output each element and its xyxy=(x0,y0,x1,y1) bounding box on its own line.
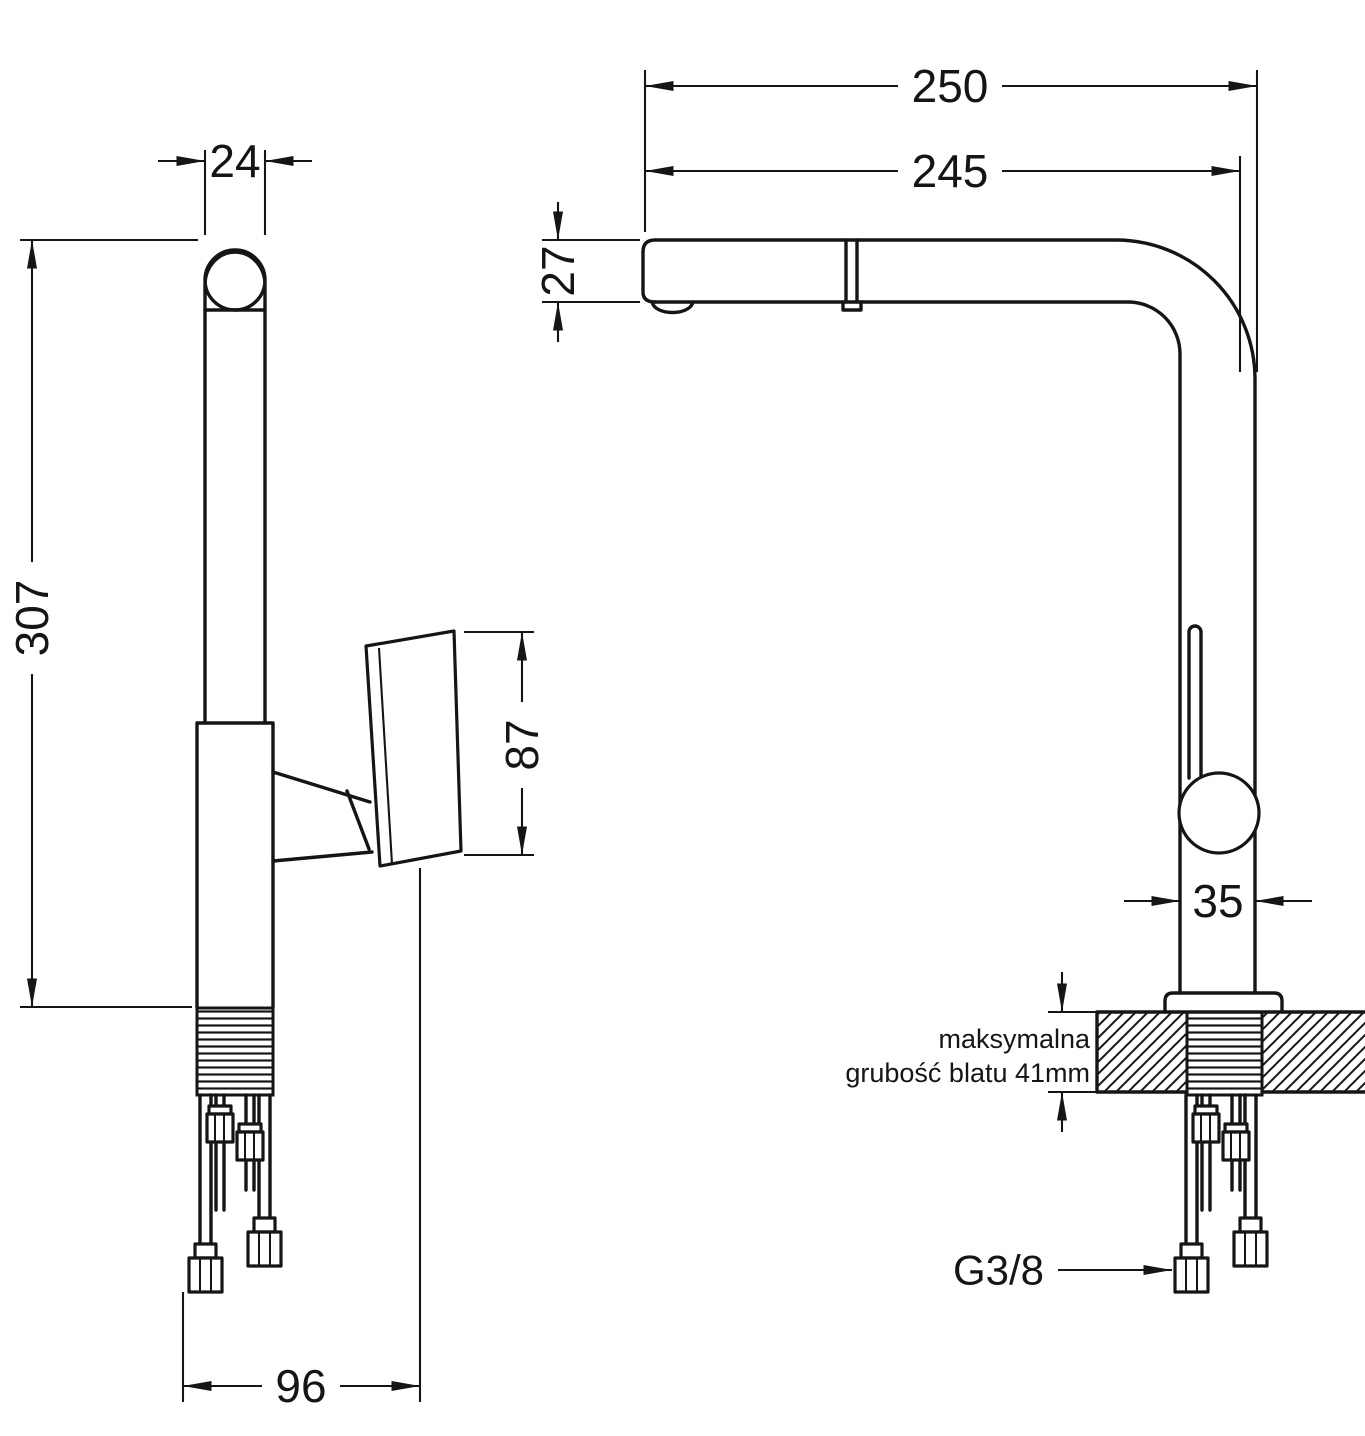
front-hose-ferrule-2 xyxy=(1238,1216,1263,1234)
front-stud-nut-2 xyxy=(1221,1130,1251,1162)
front-hose-nut-1 xyxy=(1173,1256,1210,1294)
side-handle-lever xyxy=(364,629,463,868)
dim-307-extension-lines xyxy=(20,238,198,1009)
front-view: 250 245 27 35 maksymalna grub xyxy=(532,60,1365,1294)
side-hose-ferrule-2 xyxy=(252,1216,277,1234)
dim-24-label: 24 xyxy=(209,135,260,187)
front-threaded-shank xyxy=(1185,1010,1264,1097)
front-handle-knob xyxy=(1177,771,1261,855)
side-handle-lever-edge xyxy=(377,647,394,865)
front-aerator xyxy=(650,300,695,315)
side-handle-neck xyxy=(271,770,374,863)
side-threaded-shank xyxy=(195,1006,275,1097)
dimension-87: 87 xyxy=(464,630,548,857)
dimension-307: 307 xyxy=(6,238,198,1009)
side-hose-nut-2 xyxy=(246,1230,283,1268)
side-view: 24 307 87 96 xyxy=(6,135,548,1412)
counter-note-line2: grubość blatu 41mm xyxy=(845,1058,1090,1088)
dim-35-label: 35 xyxy=(1192,875,1243,927)
counter-thickness-ticks xyxy=(1048,1010,1097,1094)
front-hose-nut-2-facets xyxy=(1244,1232,1257,1266)
dim-250-extension-lines xyxy=(643,70,1259,372)
dim-87-label: 87 xyxy=(496,719,548,770)
dim-307-label: 307 xyxy=(6,580,58,657)
side-stud-nut-1-facets xyxy=(214,1114,225,1142)
side-mounting-hardware xyxy=(187,1093,283,1294)
side-spout-end-cap xyxy=(203,248,267,312)
side-spout-pipe xyxy=(203,250,267,725)
countertop-hatch-right xyxy=(1262,1012,1365,1092)
front-handle-rod xyxy=(1187,624,1203,780)
front-spout-inner xyxy=(653,300,1182,995)
side-hose-nut-1 xyxy=(187,1256,224,1294)
dim-27-label: 27 xyxy=(532,245,584,296)
front-base-flange xyxy=(1163,991,1284,1014)
counter-thickness-annotation: maksymalna grubość blatu 41mm xyxy=(845,972,1097,1132)
dimension-35: 35 xyxy=(1124,875,1312,927)
side-stud-nut-2 xyxy=(235,1130,265,1162)
front-hose-nut-2 xyxy=(1232,1230,1269,1268)
dim-250-label: 250 xyxy=(912,60,989,112)
front-stud-nut-1-facets xyxy=(1200,1114,1211,1142)
thread-size-callout: G3/8 xyxy=(953,1247,1172,1294)
dim-245-label: 245 xyxy=(912,145,989,197)
side-hose-nut-1-facets xyxy=(199,1258,212,1292)
front-stud-nut-2-facets xyxy=(1230,1132,1241,1160)
countertop-outline xyxy=(1095,1010,1365,1094)
front-hose-ferrule-1 xyxy=(1179,1242,1204,1260)
dim-96-label: 96 xyxy=(275,1360,326,1412)
side-stud-nut-1 xyxy=(205,1112,235,1144)
dimension-96: 96 xyxy=(181,868,422,1412)
front-stud-nut-1 xyxy=(1191,1112,1221,1144)
front-hose-nut-1-facets xyxy=(1185,1258,1198,1292)
front-spout-tip xyxy=(641,250,657,304)
countertop-hatch-left xyxy=(1097,1012,1187,1092)
thread-size-label: G3/8 xyxy=(953,1247,1044,1294)
side-hose-ferrule-1 xyxy=(193,1242,218,1260)
dimension-250: 250 xyxy=(643,60,1259,372)
side-mixer-body xyxy=(195,721,275,1010)
side-hose-nut-2-facets xyxy=(258,1232,271,1266)
counter-note-line1: maksymalna xyxy=(938,1024,1091,1054)
front-spout-outer xyxy=(641,238,1257,995)
dimension-24: 24 xyxy=(158,135,312,235)
dimension-245: 245 xyxy=(645,145,1242,372)
dimension-27: 27 xyxy=(532,202,640,342)
front-pullout-joint xyxy=(841,238,863,312)
front-mounting-hardware xyxy=(1173,1093,1269,1294)
side-stud-nut-2-facets xyxy=(244,1132,255,1160)
